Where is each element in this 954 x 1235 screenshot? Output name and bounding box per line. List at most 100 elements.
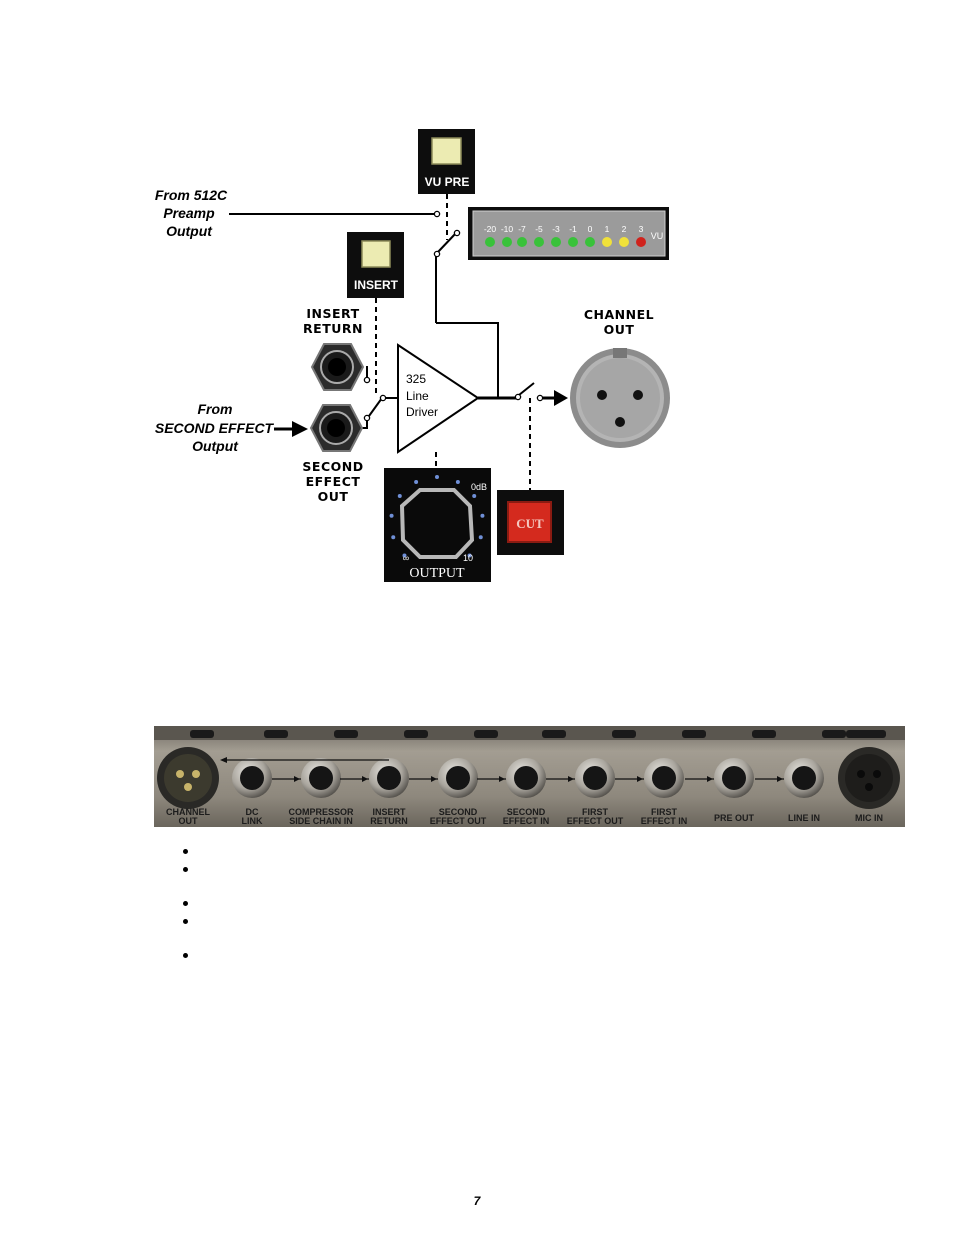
knob-scale-dot <box>478 535 483 540</box>
vent-slot <box>612 730 636 738</box>
insert-button[interactable]: INSERT <box>347 232 404 298</box>
vu-led <box>485 237 495 247</box>
svg-text:Output: Output <box>192 438 239 454</box>
insert-return-jack[interactable] <box>310 343 365 391</box>
connector-label: MIC IN <box>855 813 883 823</box>
jack-hole <box>722 766 746 790</box>
xlr-pin <box>865 783 873 791</box>
vent-slot <box>404 730 428 738</box>
svg-text:Line: Line <box>406 389 429 403</box>
knob-scale-dot <box>414 480 419 485</box>
vu-unit-label: VU <box>651 231 664 241</box>
jack-hole <box>652 766 676 790</box>
knob-max-label: 0dB <box>471 482 487 492</box>
connector-label: COMPRESSOR <box>288 807 354 817</box>
vu-led <box>502 237 512 247</box>
jack-hole <box>240 766 264 790</box>
svg-text:CHANNEL: CHANNEL <box>584 307 654 322</box>
vu-scale-label: -10 <box>501 224 514 234</box>
vent-slot <box>474 730 498 738</box>
vu-scale-label: -1 <box>569 224 577 234</box>
connector-label: LINE IN <box>788 813 820 823</box>
signal-wires <box>229 213 535 429</box>
connector-label: INSERT <box>372 807 406 817</box>
input-arrow <box>274 421 308 437</box>
svg-text:INSERT: INSERT <box>306 306 359 321</box>
svg-text:EFFECT: EFFECT <box>306 474 361 489</box>
vu-led <box>602 237 612 247</box>
from-preamp-label: From 512C Preamp Output <box>155 187 228 239</box>
svg-text:OUT: OUT <box>318 489 349 504</box>
signal-path-arrow <box>707 776 713 782</box>
connector-label: EFFECT OUT <box>567 816 624 826</box>
connector-label: RETURN <box>370 816 408 826</box>
xlr-pin <box>857 770 865 778</box>
vu-led <box>568 237 578 247</box>
connector-label: PRE OUT <box>714 813 755 823</box>
output-arrow <box>543 390 568 406</box>
xlr-connector-face <box>845 754 893 802</box>
svg-text:SECOND: SECOND <box>302 459 363 474</box>
knob-scale-dot <box>455 480 460 485</box>
signal-path-arrow <box>499 776 505 782</box>
vu-scale-label: -5 <box>535 224 543 234</box>
cut-label: CUT <box>516 516 544 531</box>
vu-scale-label: -3 <box>552 224 560 234</box>
vu-scale-label: 0 <box>588 224 593 234</box>
connector-label: FIRST <box>582 807 609 817</box>
signal-path-arrow <box>431 776 437 782</box>
connector-label: SECOND <box>507 807 546 817</box>
knob-min-label: ∞ <box>403 553 409 563</box>
vu-led <box>636 237 646 247</box>
svg-text:From 512C: From 512C <box>155 187 228 203</box>
second-effect-out-jack[interactable] <box>309 404 364 452</box>
vu-scale-label: 2 <box>622 224 627 234</box>
xlr-pin <box>176 770 184 778</box>
signal-path-arrow <box>362 776 368 782</box>
vu-pre-button[interactable]: VU PRE <box>418 129 475 194</box>
vent-slot <box>846 730 886 738</box>
vu-pre-label: VU PRE <box>425 175 470 189</box>
xlr-pin <box>192 770 200 778</box>
vent-slot <box>682 730 706 738</box>
vent-slot <box>334 730 358 738</box>
cut-button[interactable]: CUT <box>497 490 564 555</box>
vu-scale-label: 3 <box>639 224 644 234</box>
xlr-pin <box>184 783 192 791</box>
vent-slot <box>190 730 214 738</box>
knob-scale-dot <box>435 475 439 479</box>
svg-text:Preamp: Preamp <box>163 205 215 221</box>
knob-scale-dot <box>467 553 472 558</box>
connector-label: EFFECT OUT <box>430 816 487 826</box>
second-effect-out-label: SECOND EFFECT OUT <box>302 459 363 504</box>
svg-text:SECOND EFFECT: SECOND EFFECT <box>155 420 275 436</box>
knob-scale-dot <box>389 513 394 518</box>
connector-label: SECOND <box>439 807 478 817</box>
vent-slot <box>752 730 776 738</box>
vu-scale-label: 1 <box>605 224 610 234</box>
knob-scale-dots <box>389 475 485 558</box>
vu-led-row <box>485 237 646 247</box>
control-dashed-lines <box>375 194 531 490</box>
knob-scale-dot <box>397 493 402 498</box>
xlr-connector-face <box>164 754 212 802</box>
svg-text:Output: Output <box>166 223 213 239</box>
insert-return-path-arrow <box>220 757 227 763</box>
panel-connectors <box>157 747 900 809</box>
output-knob[interactable]: 0dB ∞ 10 OUTPUT <box>384 468 491 582</box>
connector-label: OUT <box>179 816 199 826</box>
knob-scale-dot <box>472 493 477 498</box>
jack-hole <box>309 766 333 790</box>
svg-text:OUT: OUT <box>604 322 635 337</box>
vu-scale-label: -20 <box>484 224 497 234</box>
from-second-effect-label: From SECOND EFFECT Output <box>155 401 275 454</box>
jack-hole <box>514 766 538 790</box>
insert-label: INSERT <box>354 278 399 292</box>
vent-slot <box>264 730 288 738</box>
connector-label: DC <box>246 807 259 817</box>
knob-scale-dot <box>480 513 485 518</box>
